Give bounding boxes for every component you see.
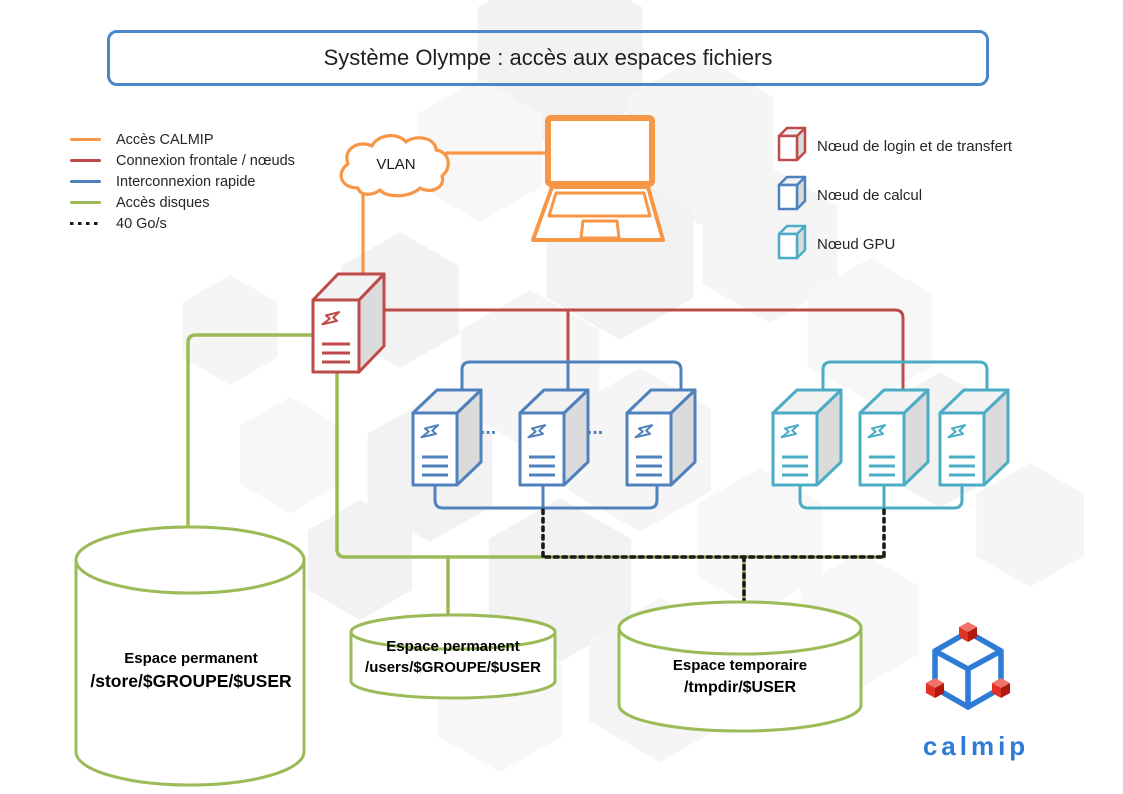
legend-row-40gos: 40 Go/s [70,213,330,234]
compute-node-2 [518,388,590,487]
gpu-top-bus [821,360,989,400]
lightning-bolt-icon [780,424,800,439]
hexagon [807,258,933,402]
store-space-path: /store/$GROUPE/$USER [90,670,292,691]
logo-red-cube [926,678,944,698]
legend-row-acces-calmip: Accès CALMIP [70,129,330,150]
tmpdir-space-title: Espace temporaire [672,657,808,674]
red-line-swatch [70,159,101,162]
gpu-node-1 [771,388,843,487]
legend-gpu-node-label: Nœud GPU [817,235,896,253]
legend-row-connexion-frontale: Connexion frontale / nœuds [70,150,330,171]
compute-ellipsis: ... [586,417,604,439]
legend-line-label: Accès disques [116,194,210,211]
compute-node-1 [411,388,483,487]
title-text: Système Olympe : accès aux espaces fichi… [323,45,773,70]
login-node [311,272,386,374]
orange-line-swatch [70,138,101,141]
hexagon [976,463,1084,587]
legend-login-node-label: Nœud de login et de transfert [817,137,1013,155]
hexagon [308,500,412,620]
legend-line-label: 40 Go/s [116,215,167,232]
legend-connections: Accès CALMIP Connexion frontale / nœuds … [70,129,330,234]
hexagon [239,397,341,513]
store-space-title: Espace permanent [124,650,258,667]
laptop-icon [531,115,665,242]
compute-ellipsis: ... [479,417,497,439]
store-cylinder [74,525,306,787]
disk-link-users [335,366,886,559]
gpu-node-legend-icon [777,224,807,260]
compute-node-legend-icon [777,175,807,211]
legend-line-label: Accès CALMIP [116,131,214,148]
logo-red-cube [992,678,1010,698]
legend-line-label: Connexion frontale / nœuds [116,152,295,169]
tmpdir-space-path: /tmpdir/$USER [683,678,796,696]
legend-line-label: Interconnexion rapide [116,173,256,190]
store-space-label: Espace permanent /store/$GROUPE/$USER [85,648,297,693]
vlan-cloud [339,134,450,198]
lightning-bolt-icon [867,424,887,439]
hexagon [702,167,838,323]
calmip-wordmark: calmip [922,731,1030,761]
page-title: Système Olympe : accès aux espaces fichi… [107,30,989,86]
storage-cylinders [74,525,863,787]
calmip-logo-mark [926,622,1010,710]
users-space-label: Espace permanent /users/$GROUPE/$USER [350,636,556,678]
legend-compute-node-label: Nœud de calcul [817,186,923,204]
tmpdir-cylinder [617,600,863,733]
lightning-bolt-icon [321,311,341,326]
green-line-swatch [70,201,101,204]
hexagon [626,55,774,225]
compute-bottom-bus [433,481,659,510]
laptop-touchpad [579,219,621,240]
gpu-node-2 [858,388,930,487]
lightning-bolt-icon [634,424,654,439]
lightning-bolt-icon [420,424,440,439]
connectors [186,151,989,619]
hexagon [697,468,823,612]
connector-login-gpu [366,308,905,400]
tmpdir-space-label: Espace temporaire /tmpdir/$USER [628,655,852,698]
laptop-keyboard [547,191,652,218]
dotted-line-swatch [70,221,101,226]
legend-row-acces-disques: Accès disques [70,192,330,213]
users-space-path: /users/$GROUPE/$USER [365,658,541,676]
legend-row-interconnexion: Interconnexion rapide [70,171,330,192]
users-cylinder [349,613,557,700]
gpu-bottom-bus [798,481,964,510]
compute-top-bus [460,360,683,400]
blue-line-swatch [70,180,101,183]
vlan-label: VLAN [376,156,416,173]
hexagon [417,78,543,222]
logo-red-cube [959,622,977,642]
users-space-title: Espace permanent [386,638,520,655]
hexagon [182,275,278,385]
login-node-legend-icon [777,126,807,162]
lightning-bolt-icon [947,424,967,439]
lightning-bolt-icon [527,424,547,439]
gpu-node-3 [938,388,1010,487]
laptop-screen [545,115,655,187]
disk-link-store [186,333,322,532]
compute-node-3 [625,388,697,487]
